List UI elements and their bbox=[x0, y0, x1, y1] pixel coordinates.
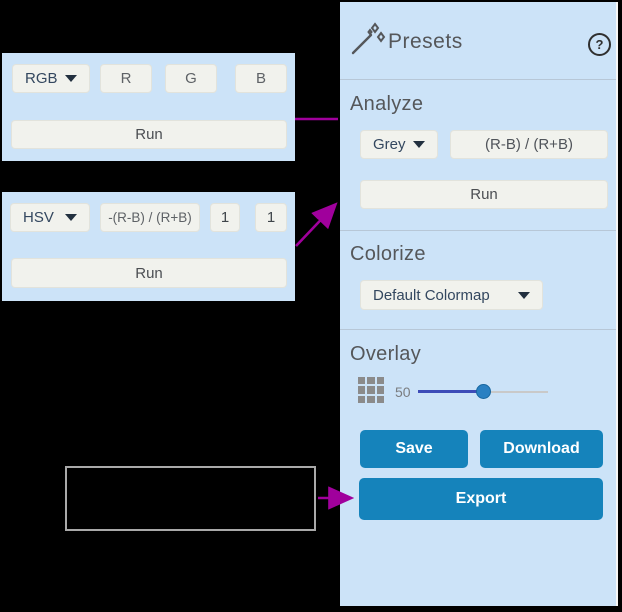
download-button[interactable]: Download bbox=[480, 430, 603, 468]
save-button[interactable]: Save bbox=[360, 430, 468, 468]
hsv-mode-select[interactable]: HSV bbox=[10, 203, 90, 232]
slider-thumb[interactable] bbox=[475, 384, 491, 399]
annotation-box bbox=[65, 466, 316, 531]
hsv-param2-value: 1 bbox=[266, 209, 276, 226]
channel-g-field[interactable]: G bbox=[165, 64, 217, 93]
analyze-formula-field[interactable]: (R-B) / (R+B) bbox=[450, 130, 608, 159]
analyze-channel-value: Grey bbox=[373, 136, 406, 153]
overlay-section-label: Overlay bbox=[350, 343, 422, 365]
hsv-param1-field[interactable]: 1 bbox=[210, 203, 240, 232]
slider-fill bbox=[418, 390, 483, 393]
hsv-param2-field[interactable]: 1 bbox=[255, 203, 287, 232]
magic-wand-icon bbox=[350, 20, 386, 63]
help-glyph: ? bbox=[595, 37, 604, 52]
overlay-opacity-value: 50 bbox=[395, 384, 411, 400]
rgb-run-button[interactable]: Run bbox=[11, 120, 287, 149]
analyze-channel-select[interactable]: Grey bbox=[360, 130, 438, 159]
save-label: Save bbox=[395, 440, 433, 457]
hsv-run-button[interactable]: Run bbox=[11, 258, 287, 288]
overlay-opacity-slider[interactable] bbox=[418, 384, 548, 400]
export-label: Export bbox=[455, 490, 507, 507]
panel-title: Presets bbox=[388, 30, 463, 53]
rgb-run-label: Run bbox=[135, 126, 163, 143]
channel-r-value: R bbox=[120, 70, 132, 87]
grid-icon[interactable] bbox=[358, 377, 384, 403]
channel-g-value: G bbox=[185, 70, 197, 87]
hsv-tool-panel: HSV -(R-B) / (R+B) 1 1 Run bbox=[2, 192, 295, 301]
analyze-formula-value: (R-B) / (R+B) bbox=[485, 136, 573, 153]
chevron-down-icon bbox=[413, 141, 425, 148]
arrow-hsv-to-analyze bbox=[295, 202, 338, 247]
chevron-down-icon bbox=[518, 291, 530, 299]
colormap-select[interactable]: Default Colormap bbox=[360, 280, 543, 310]
hsv-formula-value: -(R-B) / (R+B) bbox=[108, 210, 192, 225]
analyze-section-label: Analyze bbox=[350, 93, 424, 115]
hsv-mode-value: HSV bbox=[23, 209, 54, 226]
chevron-down-icon bbox=[65, 75, 77, 82]
export-button[interactable]: Export bbox=[359, 478, 603, 520]
divider bbox=[340, 329, 616, 330]
channel-r-field[interactable]: R bbox=[100, 64, 152, 93]
divider bbox=[340, 230, 616, 231]
colormap-value: Default Colormap bbox=[373, 286, 490, 304]
rgb-mode-select[interactable]: RGB bbox=[12, 64, 90, 93]
channel-b-value: B bbox=[255, 70, 266, 87]
colorize-section-label: Colorize bbox=[350, 243, 426, 265]
download-label: Download bbox=[503, 440, 580, 457]
presets-panel: Presets ? Analyze Grey (R-B) / (R+B) Run… bbox=[340, 2, 618, 606]
rgb-mode-value: RGB bbox=[25, 70, 58, 87]
channel-b-field[interactable]: B bbox=[235, 64, 287, 93]
chevron-down-icon bbox=[65, 214, 77, 221]
divider bbox=[340, 79, 616, 80]
rgb-tool-panel: RGB R G B Run bbox=[2, 53, 295, 161]
analyze-run-button[interactable]: Run bbox=[360, 180, 608, 209]
hsv-run-label: Run bbox=[135, 264, 163, 282]
hsv-formula-field[interactable]: -(R-B) / (R+B) bbox=[100, 203, 200, 232]
hsv-param1-value: 1 bbox=[220, 209, 230, 226]
analyze-run-label: Run bbox=[470, 186, 498, 203]
help-icon[interactable]: ? bbox=[588, 33, 611, 56]
